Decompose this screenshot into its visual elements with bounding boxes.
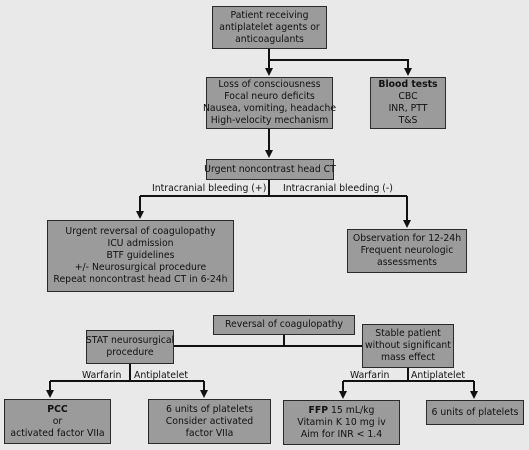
edge-label-antiplatelet-right: Antiplatelet (411, 370, 465, 381)
node-observation: Observation for 12-24h Frequent neurolog… (347, 229, 467, 273)
node-reversal: Reversal of coagulopathy (213, 315, 355, 335)
node-blood-tests: Blood tests CBC INR, PTT T&S (370, 77, 446, 129)
node-text: procedure (106, 347, 154, 358)
node-text: Consider activated (165, 415, 254, 427)
node-text: antiplatelet agents or (219, 21, 320, 33)
node-text: Stable patient (375, 328, 441, 339)
node-title: PCC (47, 403, 68, 415)
node-text: High-velocity mechanism (210, 115, 329, 126)
node-text: Aim for INR < 1.4 (300, 428, 383, 440)
node-title-line: FFP 15 mL/kg (309, 405, 375, 417)
node-urgent-reversal: Urgent reversal of coagulopathy ICU admi… (47, 220, 234, 292)
node-text: Nausea, vomiting, headache (202, 103, 337, 114)
node-text: CBC (398, 91, 418, 102)
node-text: activated factor VIIa (10, 427, 105, 439)
node-title: Blood tests (378, 79, 438, 90)
node-text: STAT neurosurgical (85, 335, 175, 346)
node-text: 6 units of platelets (166, 403, 253, 415)
node-title: FFP (308, 404, 329, 416)
node-text: Reversal of coagulopathy (225, 319, 343, 330)
node-text: Loss of consciousness (218, 79, 321, 90)
node-ct: Urgent noncontrast head CT (204, 159, 336, 180)
node-ffp: FFP 15 mL/kg Vitamin K 10 mg iv Aim for … (283, 400, 400, 445)
node-text: Urgent noncontrast head CT (204, 163, 336, 175)
node-text: Observation for 12-24h (352, 233, 462, 244)
node-stat: STAT neurosurgical procedure (86, 330, 174, 364)
node-text: or (52, 415, 63, 427)
node-patient: Patient receiving antiplatelet agents or… (212, 6, 327, 49)
node-text: ICU admission (107, 238, 174, 249)
edge-label-antiplatelet-left: Antiplatelet (134, 370, 188, 381)
node-text: T&S (398, 115, 418, 126)
node-text: BTF guidelines (106, 250, 175, 261)
node-text: assessments (377, 257, 437, 268)
edge-label-warfarin-left: Warfarin (82, 370, 122, 381)
node-text: +/- Neurosurgical procedure (74, 262, 207, 273)
node-text: mass effect (381, 352, 435, 363)
edge-label-warfarin-right: Warfarin (350, 370, 390, 381)
node-text: INR, PTT (388, 103, 428, 114)
node-platelets-right: 6 units of platelets (426, 400, 524, 425)
edge-label-bleed-neg: Intracranial bleeding (-) (283, 183, 393, 194)
node-text: Repeat noncontrast head CT in 6-24h (53, 274, 228, 285)
node-pcc: PCC or activated factor VIIa (4, 399, 111, 444)
node-text: Focal neuro deficits (224, 91, 315, 102)
node-text: Frequent neurologic (360, 245, 454, 256)
node-text: Urgent reversal of coagulopathy (65, 226, 216, 237)
node-platelets-left: 6 units of platelets Consider activated … (148, 399, 271, 444)
node-text: Vitamin K 10 mg iv (297, 416, 386, 428)
node-text: without significant (365, 340, 451, 351)
node-text: anticoagulants (235, 33, 304, 45)
node-title-suffix: 15 mL/kg (328, 404, 375, 416)
node-text: factor VIIa (185, 427, 234, 439)
node-text: 6 units of platelets (431, 406, 519, 418)
node-symptoms: Loss of consciousness Focal neuro defici… (202, 77, 337, 129)
node-text: Patient receiving (230, 9, 309, 21)
edge-label-bleed-pos: Intracranial bleeding (+) (152, 183, 267, 194)
node-stable: Stable patient without significant mass … (362, 324, 454, 368)
